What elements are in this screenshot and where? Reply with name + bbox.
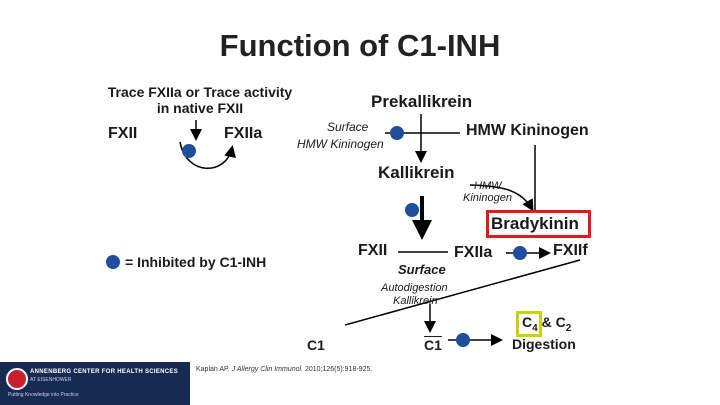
- bradykinin-highlight-box: [486, 210, 591, 238]
- kallikrein-curve-arrow: [469, 184, 534, 212]
- left-fxiia: FXIIa: [224, 125, 263, 142]
- inhibitor-dot-kallikrein: [405, 203, 419, 217]
- fxiia-label: FXIIa: [454, 244, 493, 261]
- kallikrein-italic-label: Kallikrein: [393, 295, 438, 307]
- digestion-label: Digestion: [512, 336, 576, 352]
- hmw-kininogen-label: HMW Kininogen: [466, 122, 589, 139]
- footer-logo-bar: [0, 362, 190, 405]
- fxii-label: FXII: [358, 242, 388, 259]
- bradykinin-label: Bradykinin: [491, 214, 579, 233]
- inhibitor-dot-c1: [456, 333, 470, 347]
- c1-bar-label: C1: [424, 337, 442, 353]
- logo-line3: Putting Knowledge into Practice: [8, 392, 79, 398]
- logo-line2: AT EISENHOWER: [30, 377, 72, 383]
- prekallikrein-label: Prekallikrein: [371, 92, 473, 111]
- autodigestion-label: Autodigestion: [381, 282, 448, 294]
- annenberg-logo-icon: [6, 368, 28, 390]
- left-fxii: FXII: [108, 125, 138, 142]
- logo-line1: ANNENBERG CENTER FOR HEALTH SCIENCES: [30, 369, 179, 375]
- c4-c2-label: C4 & C2: [522, 314, 572, 334]
- c4-highlight-box: [516, 311, 542, 337]
- c1-label: C1: [307, 337, 325, 353]
- inhibitor-dot-left: [182, 144, 196, 158]
- hmw-kininogen-italic-label: HMW Kininogen: [297, 137, 384, 151]
- kallikrein-label: Kallikrein: [378, 163, 455, 182]
- trace-label-line1: Trace FXIIa or Trace activity: [107, 84, 293, 100]
- citation: Kaplan AP. J Allergy Clin Immunol. 2010;…: [196, 366, 373, 373]
- slide-title: Function of C1-INH: [219, 28, 501, 63]
- surface-label-2: Surface: [398, 262, 446, 277]
- autodigestion-diagonal: [344, 259, 581, 326]
- surface-label: Surface: [327, 120, 369, 134]
- kininogen-small-label: Kininogen: [463, 192, 512, 204]
- legend-dot: [106, 255, 120, 269]
- trace-label-line2: in native FXII: [156, 100, 244, 116]
- legend-label: = Inhibited by C1-INH: [125, 254, 267, 270]
- hmw-small-label: HMW: [474, 180, 502, 192]
- inhibitor-dot-prekallikrein: [390, 126, 404, 140]
- inhibitor-dot-fxiia: [513, 246, 527, 260]
- fxiif-label: FXIIf: [553, 242, 588, 259]
